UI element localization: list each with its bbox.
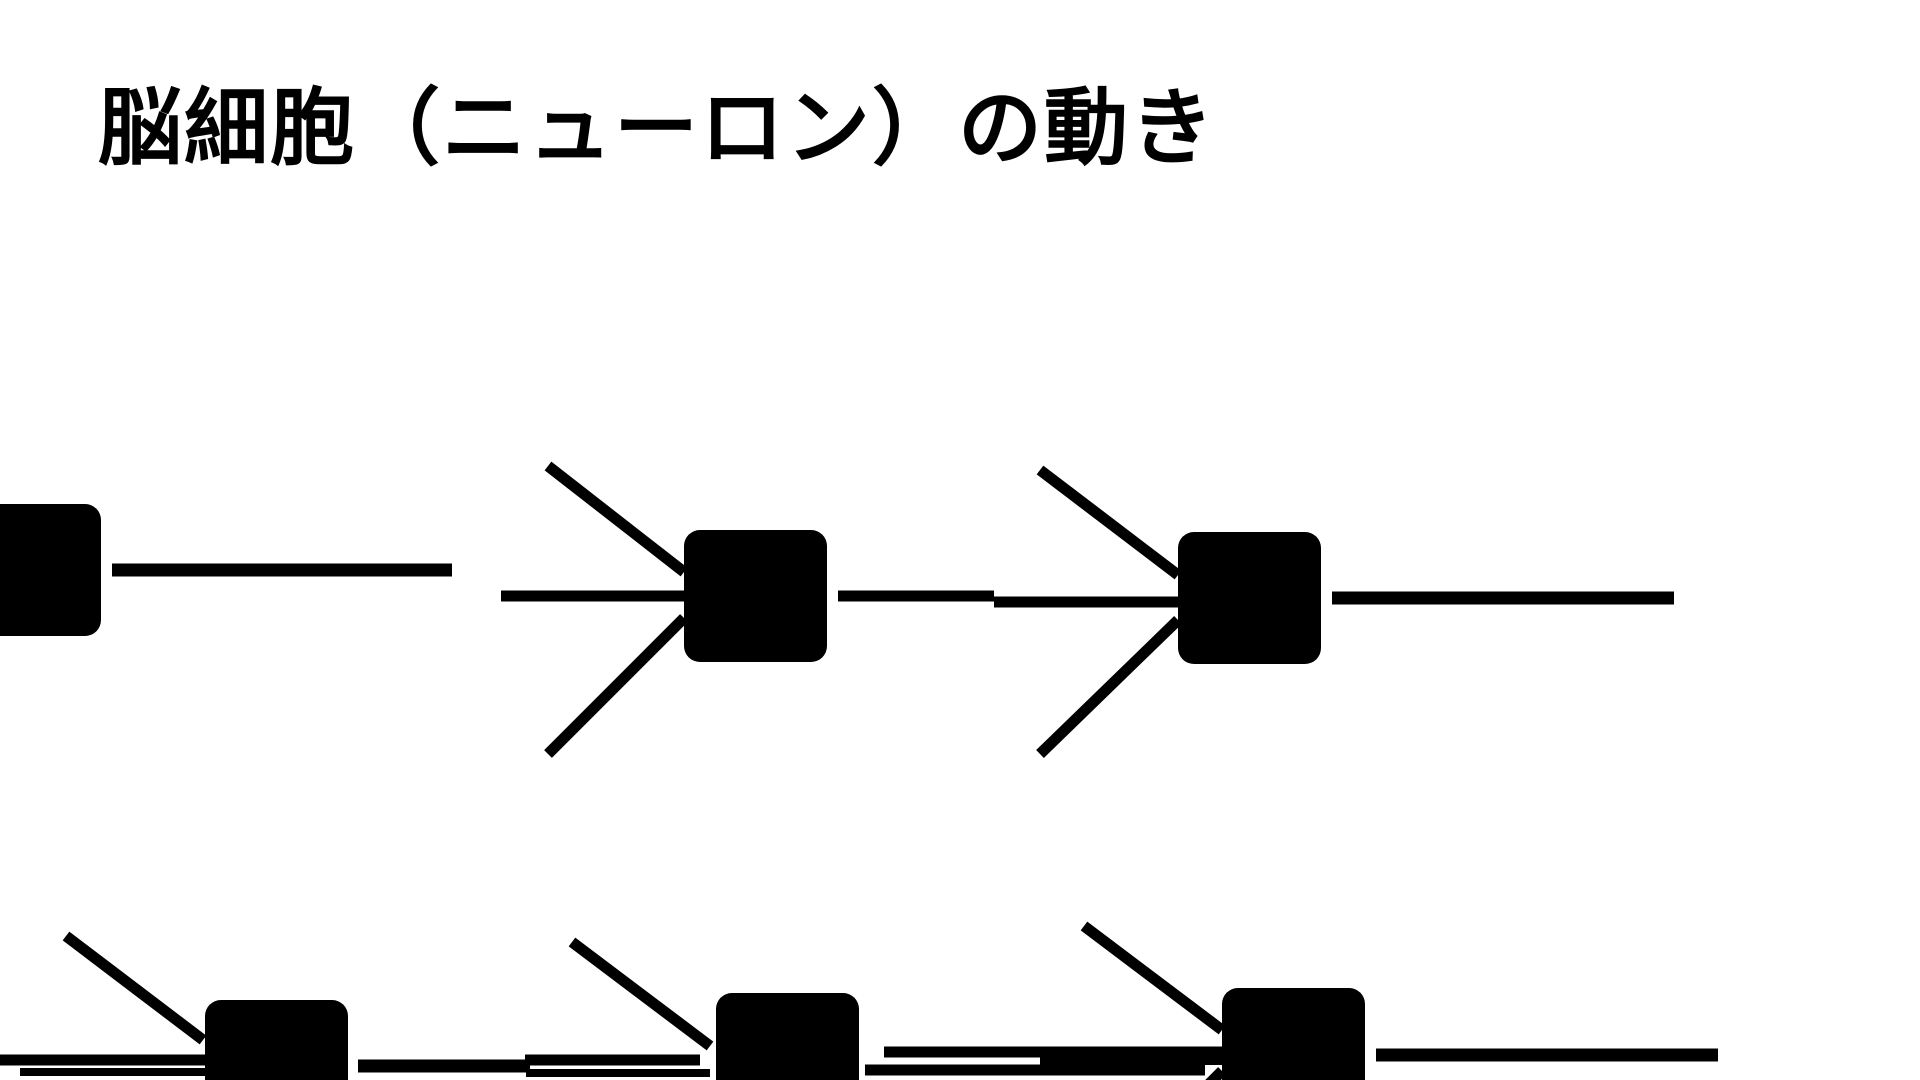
neuron-top-1: [0, 504, 452, 636]
neuron-cell-body: [1178, 532, 1321, 664]
dendrite-line: [568, 937, 714, 1051]
neuron-row-bottom: [0, 921, 1718, 1080]
dendrite-line: [1036, 616, 1182, 758]
neuron-cell-body: [716, 993, 859, 1080]
neuron-row-top: [0, 461, 1674, 758]
slide-title: 脳細胞（ニューロン）の動き: [98, 79, 1217, 177]
neuron-bottom-3: [1040, 921, 1718, 1080]
dendrite-line: [1080, 921, 1226, 1035]
dendrite-line: [62, 931, 207, 1045]
neuron-cell-body: [205, 1000, 348, 1080]
dendrite-line: [544, 614, 688, 758]
dendrite-line: [1205, 1067, 1226, 1080]
neuron-cell-body: [1222, 988, 1365, 1080]
neuron-cell-body: [0, 504, 101, 636]
neuron-top-3: [994, 465, 1674, 758]
neuron-bottom-1: [0, 931, 530, 1080]
neuron-bottom-2: [525, 937, 1222, 1080]
neuron-cell-body: [684, 530, 827, 662]
dendrite-line: [544, 461, 688, 577]
dendrite-line: [1036, 465, 1182, 580]
neuron-top-2: [501, 461, 994, 758]
